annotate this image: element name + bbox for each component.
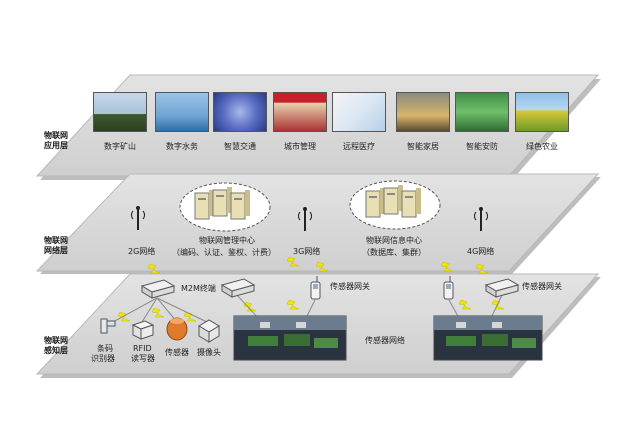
camera-device-icon <box>198 319 220 343</box>
network-layer-label: 物联网 网络层 <box>44 236 68 256</box>
perception-layer-label: 物联网 感知层 <box>44 336 68 356</box>
rfid-reader-icon <box>131 320 155 340</box>
app-label-telemedicine: 远程医疗 <box>343 142 375 151</box>
sensor-gateway-label-1: 传感器网关 <box>330 282 370 291</box>
antenna-3g-icon <box>298 207 312 231</box>
barcode-reader-label-line2: 识别器 <box>91 354 115 363</box>
lightning-icon <box>315 261 329 272</box>
network-4g-label: 4G网络 <box>467 247 495 256</box>
app-label-city: 城市管理 <box>284 142 316 151</box>
lightning-icon <box>458 299 472 310</box>
network-layer-label-line2: 网络层 <box>44 246 68 255</box>
network-3g-label: 3G网络 <box>293 247 321 256</box>
camera-label: 摄像头 <box>197 348 221 357</box>
lightning-icon <box>440 261 454 272</box>
perception-layer-label-line2: 感知层 <box>44 346 68 355</box>
app-tile-water: 数字水务 <box>155 92 209 151</box>
app-label-security: 智能安防 <box>466 142 498 151</box>
network-layer-plate <box>35 173 600 272</box>
security-photo-icon <box>455 92 509 132</box>
server-group-info <box>365 185 421 218</box>
barcode-reader-label-line1: 条码 <box>97 344 113 353</box>
sensor-device-icon <box>166 317 188 341</box>
lightning-icon <box>491 299 505 310</box>
lightning-icon <box>286 256 300 267</box>
application-layer-label: 物联网 应用层 <box>44 131 68 151</box>
telemedicine-photo-icon <box>332 92 386 132</box>
application-layer-label-line2: 应用层 <box>44 141 68 150</box>
app-label-smart-home: 智能家居 <box>407 142 439 151</box>
antenna-4g-icon <box>474 207 488 231</box>
mgmt-center-subtitle: （编码、认证、鉴权、计费） <box>172 248 276 257</box>
sensor-gateway-2-device-icon <box>484 278 520 298</box>
app-tile-smart-home: 智能家居 <box>396 92 450 151</box>
mining-photo-icon <box>93 92 147 132</box>
app-tile-security: 智能安防 <box>455 92 509 151</box>
sensor-gateway-phone-icon <box>310 276 321 300</box>
network-layer-label-line1: 物联网 <box>44 236 68 245</box>
sensor-network-photo-2 <box>433 315 543 361</box>
water-buoy-photo-icon <box>155 92 209 132</box>
mgmt-center-title: 物联网管理中心 <box>199 236 255 245</box>
app-label-traffic: 智慧交通 <box>224 142 256 151</box>
rfid-reader-label-line2: 读写器 <box>131 354 155 363</box>
city-management-photo-icon <box>273 92 327 132</box>
app-label-agriculture: 绿色农业 <box>526 142 558 151</box>
app-tile-telemedicine: 远程医疗 <box>332 92 386 151</box>
app-tile-city: 城市管理 <box>273 92 327 151</box>
sensor-label: 传感器 <box>165 348 189 357</box>
gateway-phone-icon <box>443 276 454 300</box>
m2m-terminal-icon <box>140 279 176 299</box>
info-center-title: 物联网信息中心 <box>366 236 422 245</box>
app-tile-traffic: 智慧交通 <box>213 92 267 151</box>
rfid-reader-label-line1: RFID <box>133 344 152 353</box>
sensor-network-photo-1 <box>233 315 347 361</box>
m2m-terminal-2-icon <box>220 278 256 298</box>
lightning-icon <box>151 307 165 318</box>
app-label-mining: 数字矿山 <box>104 142 136 151</box>
m2m-terminal-label: M2M终端 <box>181 284 216 293</box>
lightning-icon <box>286 299 300 310</box>
highway-interchange-photo-icon <box>213 92 267 132</box>
application-layer-label-line1: 物联网 <box>44 131 68 140</box>
server-group-mgmt <box>194 187 250 220</box>
smart-home-photo-icon <box>396 92 450 132</box>
app-tile-agriculture: 绿色农业 <box>515 92 569 151</box>
barcode-reader-label: 条码 识别器 <box>91 344 115 364</box>
sensor-gateway-label-2: 传感器网关 <box>522 282 562 291</box>
app-label-water: 数字水务 <box>166 142 198 151</box>
lightning-icon <box>475 263 489 274</box>
info-center-subtitle: （数据库、集群） <box>362 248 426 257</box>
lightning-icon <box>147 263 161 274</box>
app-tile-mining: 数字矿山 <box>93 92 147 151</box>
barcode-reader-icon <box>100 318 116 334</box>
perception-layer-label-line1: 物联网 <box>44 336 68 345</box>
rfid-reader-label: RFID 读写器 <box>131 344 155 364</box>
sensor-network-label: 传感器网络 <box>365 336 405 345</box>
agriculture-field-photo-icon <box>515 92 569 132</box>
antenna-2g-icon <box>131 206 145 230</box>
network-2g-label: 2G网络 <box>128 247 156 256</box>
